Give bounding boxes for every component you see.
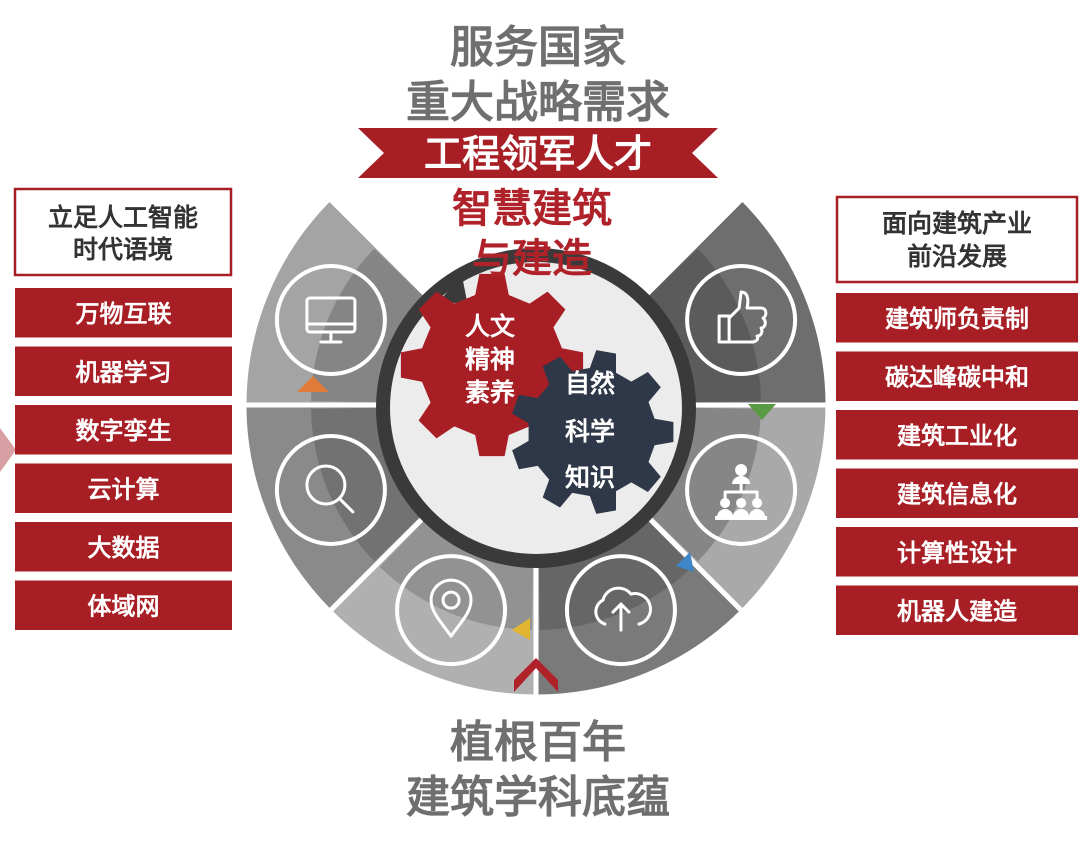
left-list-item-label: 体域网 bbox=[88, 592, 160, 620]
left-list-item-label: 云计算 bbox=[88, 475, 160, 503]
left-list-item bbox=[15, 463, 232, 513]
ring-segment-inner-band bbox=[311, 248, 429, 403]
left-list-item-label: 万物互联 bbox=[76, 300, 172, 328]
monitor-icon bbox=[274, 264, 387, 377]
right-header-line2: 前沿发展 bbox=[907, 242, 1007, 271]
left-edge-arrow bbox=[0, 428, 16, 472]
bottom-title-line1: 植根百年 bbox=[450, 717, 626, 768]
cycle-arrow-head bbox=[440, 276, 468, 306]
left-list-item bbox=[15, 580, 232, 630]
science-line1: 自然 bbox=[565, 369, 615, 398]
segment-marker bbox=[676, 552, 694, 572]
ring-segment-inner-band bbox=[643, 248, 761, 403]
banner-ribbon bbox=[358, 128, 718, 178]
left-header-line2: 时代语境 bbox=[73, 235, 173, 264]
science-line2: 科学 bbox=[565, 417, 615, 446]
ring-segment-inner-band bbox=[311, 407, 429, 562]
center-title-line2: 与建造 bbox=[472, 236, 592, 282]
right-panel-header bbox=[835, 195, 1079, 284]
right-list-item bbox=[836, 585, 1078, 635]
right-list-item-label: 建筑信息化 bbox=[897, 480, 1017, 508]
left-list-item bbox=[15, 346, 232, 396]
banner-text: 工程领军人才 bbox=[424, 132, 652, 176]
thumbs-up-icon bbox=[685, 264, 798, 377]
search-icon bbox=[274, 433, 387, 546]
humanities-line3: 素养 bbox=[465, 378, 515, 407]
location-pin-icon bbox=[395, 554, 508, 667]
ring-segment-inner-band bbox=[379, 512, 534, 630]
right-list-item-label: 建筑师负责制 bbox=[885, 305, 1029, 333]
humanities-line2: 精神 bbox=[465, 345, 515, 374]
left-header-line1: 立足人工智能 bbox=[48, 203, 198, 232]
bottom-title-line2: 建筑学科底蕴 bbox=[406, 772, 670, 823]
center-title-line1: 智慧建筑 bbox=[452, 186, 612, 232]
left-list-item-label: 数字孪生 bbox=[76, 417, 172, 445]
right-list-item bbox=[836, 410, 1078, 460]
right-list-item-label: 机器人建造 bbox=[897, 597, 1017, 625]
right-list-item bbox=[836, 351, 1078, 401]
science-gear bbox=[512, 350, 674, 514]
right-header-line1: 面向建筑产业 bbox=[882, 209, 1032, 238]
ring-segment-inner-band bbox=[538, 512, 693, 630]
left-list-item bbox=[15, 405, 232, 455]
right-list-item-label: 计算性设计 bbox=[897, 539, 1017, 567]
right-list-item bbox=[836, 527, 1078, 577]
top-title-line1: 服务国家 bbox=[450, 22, 626, 73]
left-list-item-label: 大数据 bbox=[88, 534, 160, 562]
left-list-item bbox=[15, 522, 232, 572]
cloud-upload-icon bbox=[564, 554, 677, 667]
right-list-item-label: 碳达峰碳中和 bbox=[885, 363, 1029, 391]
segment-markers bbox=[297, 376, 776, 640]
top-title-line2: 重大战略需求 bbox=[406, 77, 670, 128]
humanities-line1: 人文 bbox=[465, 312, 516, 341]
segment-marker bbox=[297, 376, 329, 392]
right-list-item bbox=[836, 293, 1078, 343]
bottom-chevron bbox=[514, 658, 558, 692]
right-list-item-label: 建筑工业化 bbox=[897, 422, 1017, 450]
segment-marker bbox=[512, 618, 530, 640]
science-line3: 知识 bbox=[565, 463, 615, 492]
ring-segment-inner-band bbox=[643, 407, 761, 562]
left-list-item-label: 机器学习 bbox=[76, 358, 172, 386]
left-list-item bbox=[15, 288, 232, 338]
team-hierarchy-icon bbox=[685, 433, 798, 546]
segment-ring bbox=[241, 194, 831, 700]
left-panel-header bbox=[13, 187, 233, 277]
segment-marker bbox=[748, 404, 776, 420]
right-list-item bbox=[836, 468, 1078, 518]
segment-icons bbox=[274, 264, 798, 667]
